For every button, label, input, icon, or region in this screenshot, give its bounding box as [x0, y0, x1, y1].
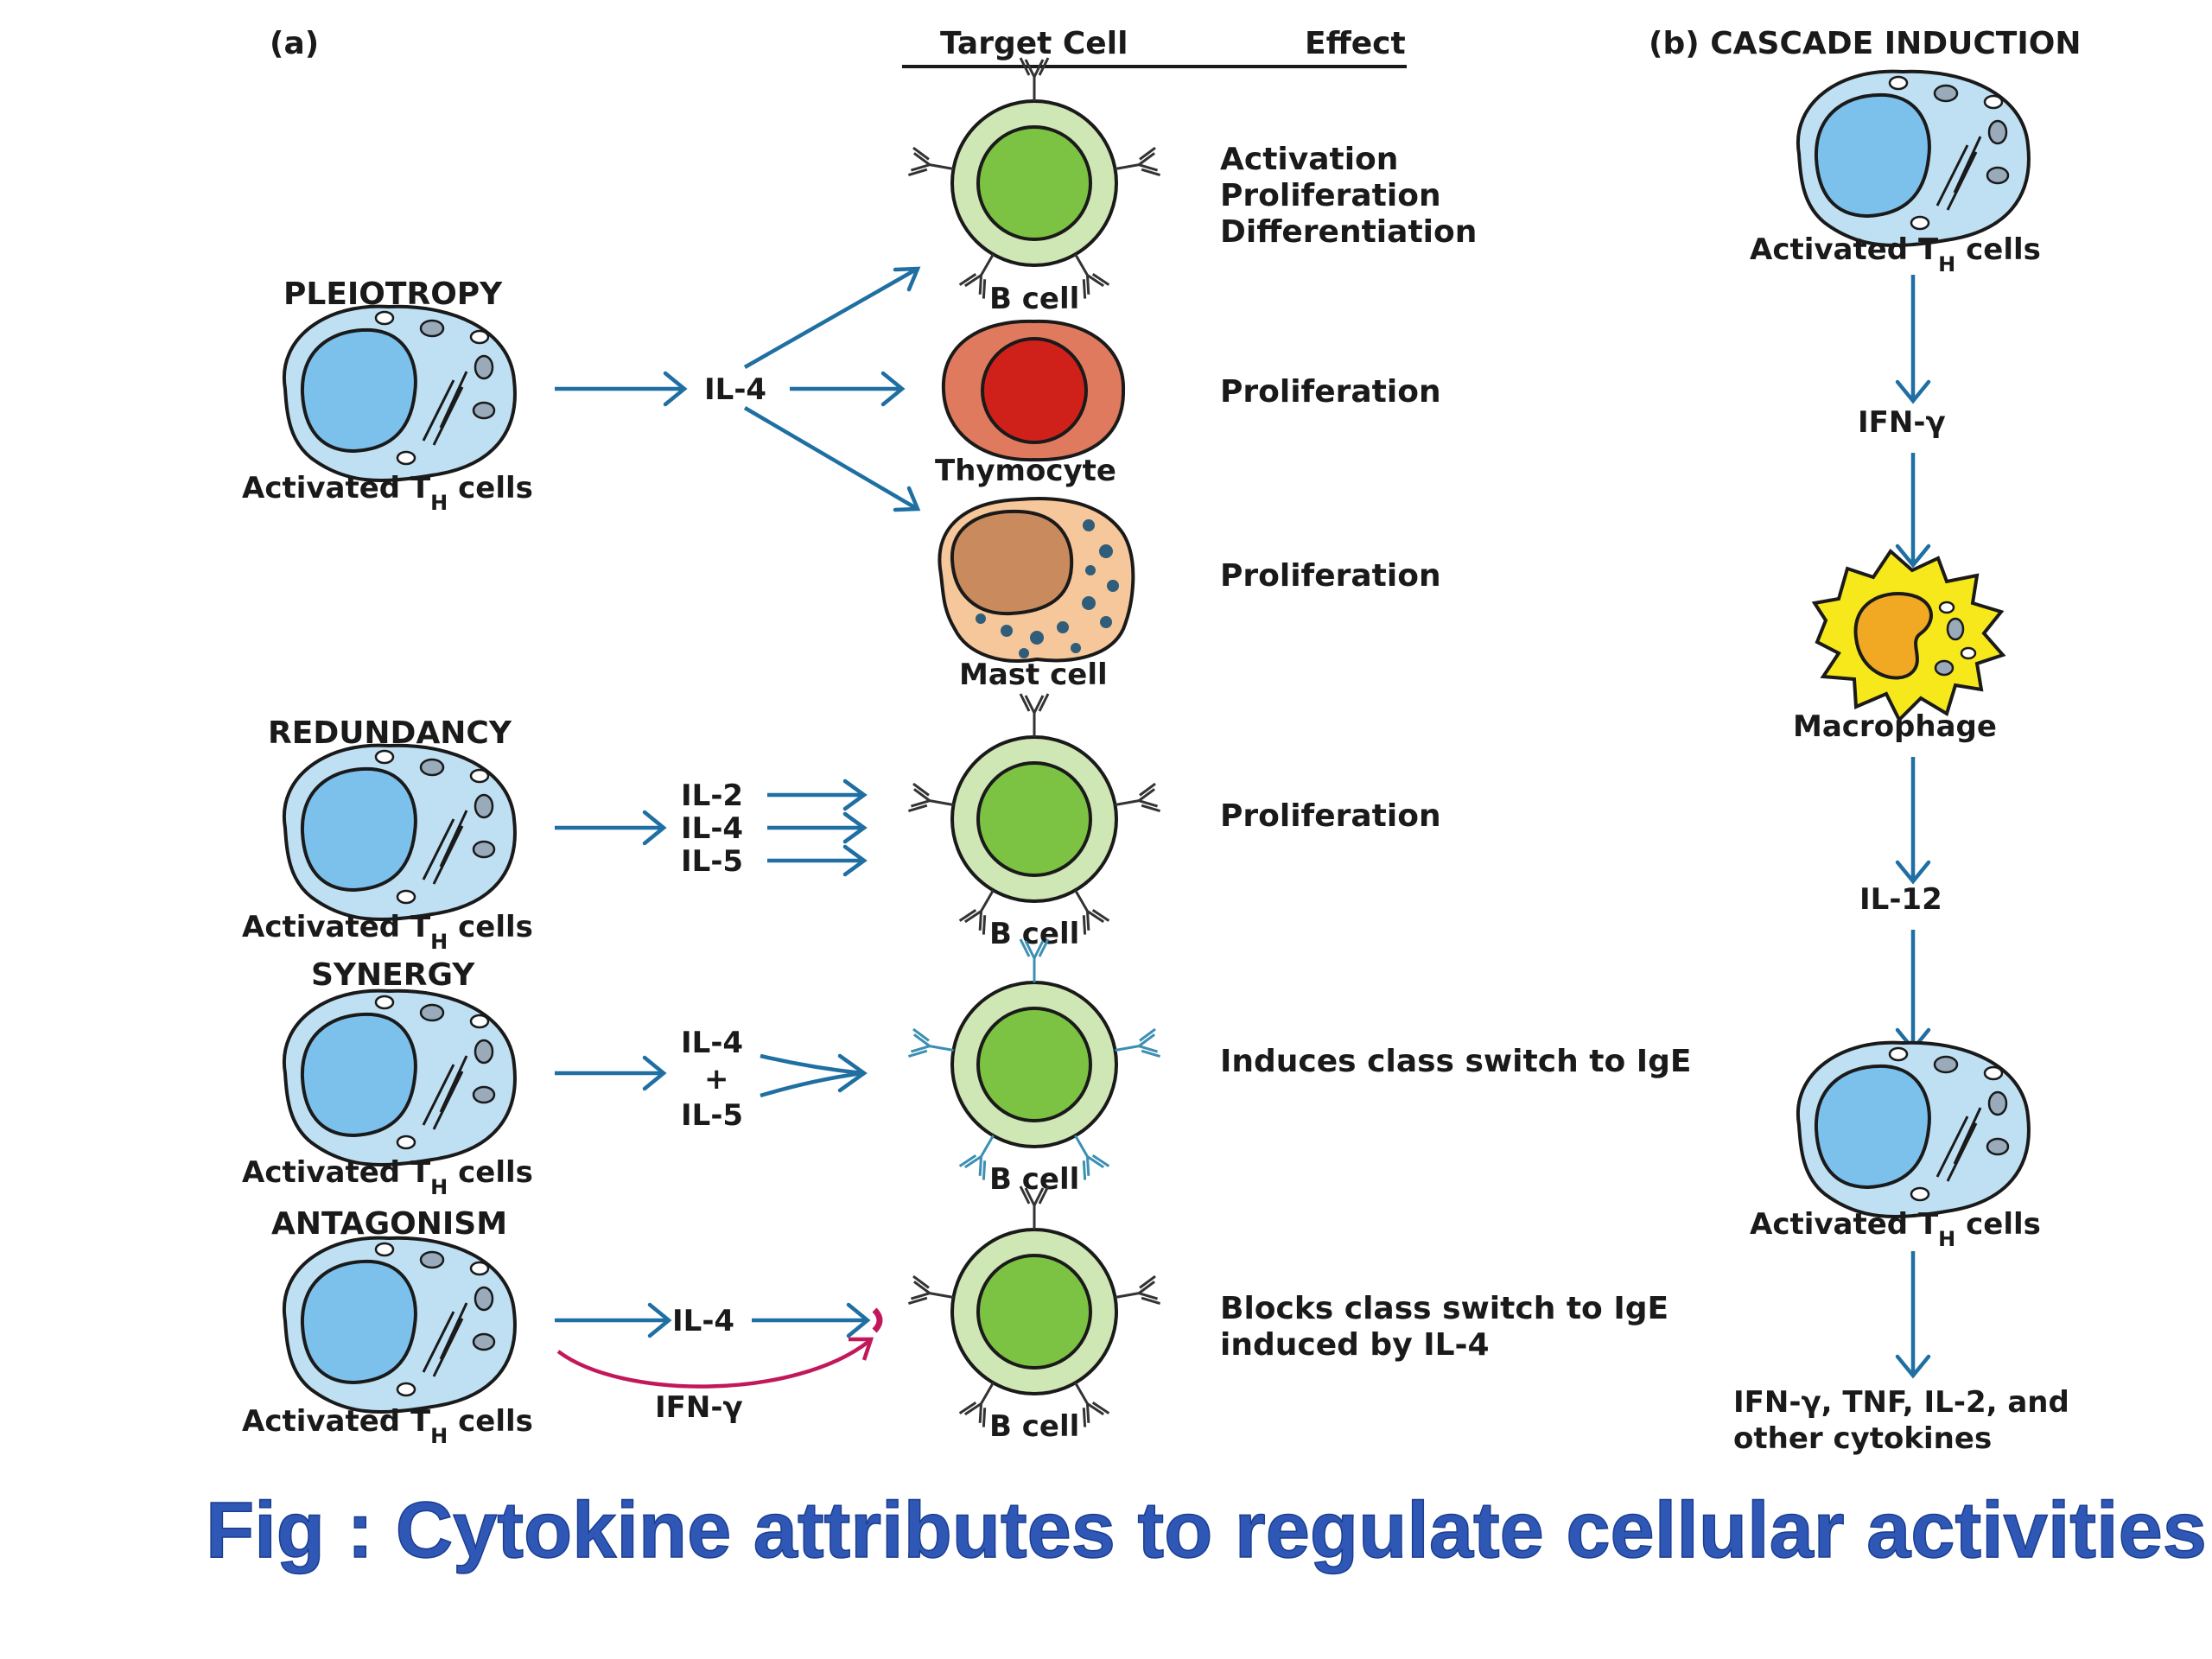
- thymocyte-label: Thymocyte: [935, 454, 1116, 488]
- b-cell-label-synergy: B cell: [989, 1162, 1079, 1197]
- effect-pleiotropy-thymocyte: Proliferation: [1220, 374, 1441, 410]
- ifn-gamma-antagonist-arrow: [556, 1337, 874, 1389]
- b-cell-synergy: [908, 939, 1160, 1180]
- arrow-il4-redundancy: [767, 811, 868, 844]
- th-cell-antagonism: [282, 1236, 517, 1414]
- arrow-th-to-il4: [555, 371, 688, 407]
- arrow-il5-redundancy: [767, 844, 868, 877]
- cytokine-il12: IL-12: [1859, 882, 1942, 917]
- panel-a-label: (a): [270, 26, 319, 61]
- cytokine-il4-antagonism: IL-4: [672, 1304, 734, 1338]
- cytokine-il5-synergy: IL-5: [681, 1098, 743, 1133]
- th-label-synergy: Activated TH cells: [242, 1155, 533, 1199]
- effect-synergy: Induces class switch to IgE: [1220, 1044, 1691, 1079]
- b-cell-label-antagonism: B cell: [989, 1409, 1079, 1444]
- b-cell-redundancy: [908, 694, 1160, 935]
- th-label-pleiotropy: Activated TH cells: [242, 471, 533, 515]
- arrow-il4-to-bcell: [743, 266, 921, 369]
- macrophage-cell: [1811, 548, 2006, 723]
- b-cell-label-redundancy: B cell: [989, 917, 1079, 951]
- mast-cell: [938, 497, 1135, 663]
- thymocyte-cell: [941, 319, 1126, 462]
- cytokine-il4-redundancy: IL-4: [681, 811, 743, 846]
- arrow-cascade-1: [1895, 275, 1931, 404]
- th-label-cascade-bottom: Activated TH cells: [1750, 1207, 2041, 1251]
- arrow-cascade-2: [1895, 453, 1931, 569]
- arrow-th-redundancy: [555, 810, 667, 846]
- cytokine-ifn-gamma-antagonism: IFN-γ: [655, 1390, 743, 1425]
- blocked-receptor: [872, 1307, 883, 1333]
- th-label-redundancy: Activated TH cells: [242, 910, 533, 954]
- section-title-antagonism: ANTAGONISM: [271, 1206, 507, 1242]
- th-cell-synergy: [282, 988, 517, 1166]
- panel-b-title: (b) CASCADE INDUCTION: [1649, 26, 2081, 61]
- effect-redundancy: Proliferation: [1220, 798, 1441, 834]
- th-cell-pleiotropy: [282, 304, 517, 482]
- arrow-il4-to-receptor: [752, 1302, 871, 1338]
- target-cell-header: Target Cell: [940, 26, 1128, 61]
- arrow-cascade-4: [1895, 930, 1931, 1052]
- cytokine-il4-pleiotropy: IL-4: [704, 372, 766, 407]
- effect-pleiotropy-mastcell: Proliferation: [1220, 558, 1441, 594]
- b-cell-antagonism: [908, 1186, 1160, 1427]
- effect-header: Effect: [1305, 26, 1406, 61]
- arrow-il4-to-mastcell: [743, 406, 921, 512]
- arrow-th-synergy: [555, 1055, 667, 1091]
- mast-cell-label: Mast cell: [959, 658, 1108, 692]
- arrow-synergy-combined: [760, 1053, 868, 1098]
- arrow-cascade-3: [1895, 757, 1931, 885]
- arrow-cascade-5: [1895, 1251, 1931, 1379]
- cytokine-ifn-gamma-cascade: IFN-γ: [1858, 405, 1946, 440]
- th-label-antagonism: Activated TH cells: [242, 1404, 533, 1448]
- cytokine-il4-synergy: IL-4: [681, 1026, 743, 1060]
- b-cell-pleiotropy: [908, 58, 1160, 299]
- arrow-il4-to-thymocyte: [790, 371, 906, 407]
- th-cell-cascade-top: [1796, 69, 2031, 247]
- cytokine-il2: IL-2: [681, 779, 743, 813]
- arrow-il2: [767, 779, 868, 811]
- synergy-plus: +: [704, 1062, 729, 1096]
- section-title-synergy: SYNERGY: [311, 957, 475, 993]
- cytokine-il5-redundancy: IL-5: [681, 844, 743, 879]
- th-label-cascade-top: Activated TH cells: [1750, 232, 2041, 276]
- th-cell-redundancy: [282, 743, 517, 921]
- arrow-th-to-il4-antagonism: [555, 1302, 672, 1338]
- th-cell-cascade-bottom: [1796, 1040, 2031, 1218]
- figure-caption: Fig : Cytokine attributes to regulate ce…: [206, 1486, 2207, 1574]
- macrophage-label: Macrophage: [1793, 709, 1997, 744]
- b-cell-label-pleiotropy: B cell: [989, 282, 1079, 316]
